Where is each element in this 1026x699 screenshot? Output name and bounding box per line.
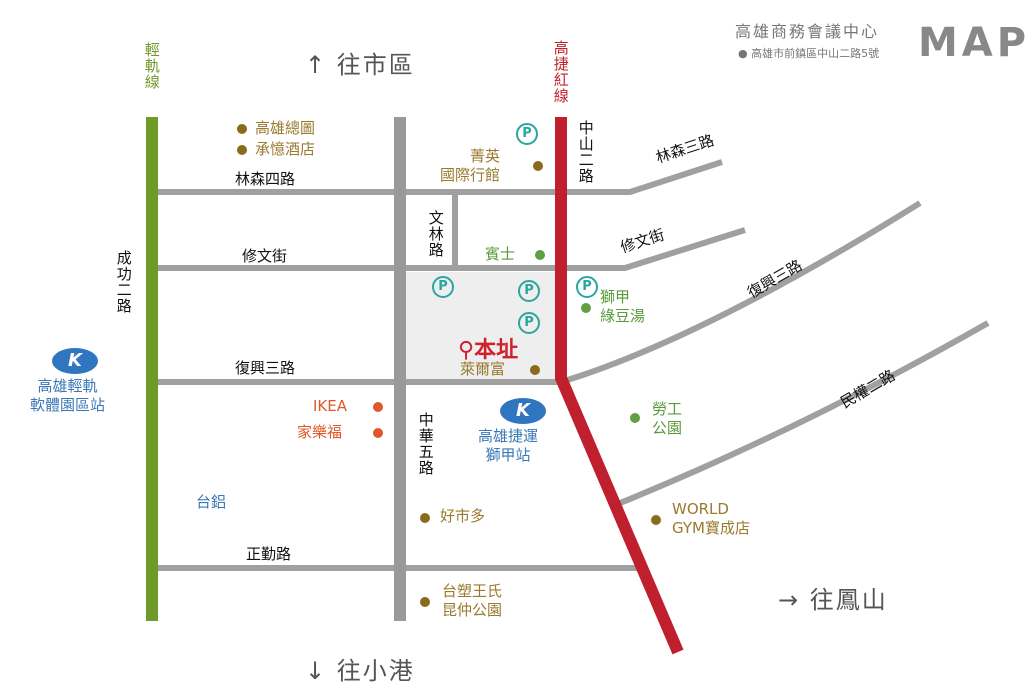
venue-name: 高雄商務會議中心	[735, 22, 880, 41]
poi-laogong: 勞工 公園	[652, 400, 683, 437]
poi-park: 台塑王氏 昆仲公園	[442, 582, 503, 619]
parking-icon: P	[516, 123, 538, 145]
poi-chengyi: 承憶酒店	[255, 140, 316, 158]
poi-dot	[535, 250, 545, 260]
road-xiuwen	[152, 227, 746, 271]
venue-label: 本址	[474, 338, 519, 363]
road-label: 文林路	[426, 210, 445, 258]
direction-south: ↓ 往小港	[305, 657, 415, 685]
metro-logo-icon: K	[500, 398, 546, 424]
poi-library: 高雄總圖	[255, 119, 316, 137]
location-pin-icon: ●	[738, 47, 748, 60]
lightrail-logo-icon: K	[52, 348, 98, 374]
road-label: 中山二路	[576, 120, 595, 184]
road-fuxing	[152, 200, 922, 385]
road-label: 正勤路	[246, 545, 292, 563]
poi-ikea: IKEA	[313, 397, 347, 415]
poi-mrt: 高雄捷運 獅甲站	[478, 427, 539, 464]
road-label: 成功二路	[114, 250, 133, 314]
red-line-label: 高捷紅線	[551, 40, 570, 104]
road-label: 中華五路	[416, 412, 435, 476]
road-label: 復興三路	[235, 359, 296, 377]
poi-dot	[373, 428, 383, 438]
poi-dot	[530, 365, 540, 375]
map-title: MAP	[918, 20, 1026, 66]
road-label: 林森四路	[235, 170, 296, 188]
location-pin-icon: ⚲	[458, 338, 475, 363]
poi-dot	[630, 413, 640, 423]
road-minquan	[618, 320, 990, 506]
poi-worldgym: WORLD GYM寶成店	[672, 500, 750, 537]
direction-east: → 往鳳山	[778, 586, 888, 614]
poi-lrt: 高雄輕軌 軟體園區站	[30, 377, 106, 414]
poi-binshi: 賓士	[485, 245, 516, 263]
parking-icon: P	[518, 312, 540, 334]
road-linsen	[152, 159, 723, 195]
poi-dot	[581, 303, 591, 313]
address: ● 高雄市前鎮區中山二路5號	[738, 47, 879, 61]
poi-jingying: 菁英 國際行館	[440, 147, 501, 184]
parking-icon: P	[432, 276, 454, 298]
address-text: 高雄市前鎮區中山二路5號	[751, 47, 880, 60]
poi-dot	[651, 515, 661, 525]
poi-tailu: 台鋁	[196, 493, 227, 511]
red-line	[555, 117, 684, 655]
light-rail-label: 輕軌線	[142, 42, 161, 90]
poi-dot	[237, 124, 247, 134]
venue-marker: ⚲本址	[458, 337, 518, 365]
poi-dot	[373, 402, 383, 412]
parking-icon: P	[518, 280, 540, 302]
direction-north: ↑ 往市區	[305, 51, 415, 79]
poi-laerfu: 萊爾富	[460, 360, 506, 378]
poi-dot	[420, 513, 430, 523]
poi-dot	[533, 161, 543, 171]
poi-dot	[237, 145, 247, 155]
poi-dot	[420, 597, 430, 607]
poi-carrefour: 家樂福	[297, 423, 343, 441]
poi-costco: 好市多	[440, 507, 486, 525]
parking-icon: P	[576, 276, 598, 298]
poi-shijia: 獅甲 綠豆湯	[600, 288, 646, 325]
road-label: 修文街	[242, 247, 288, 265]
